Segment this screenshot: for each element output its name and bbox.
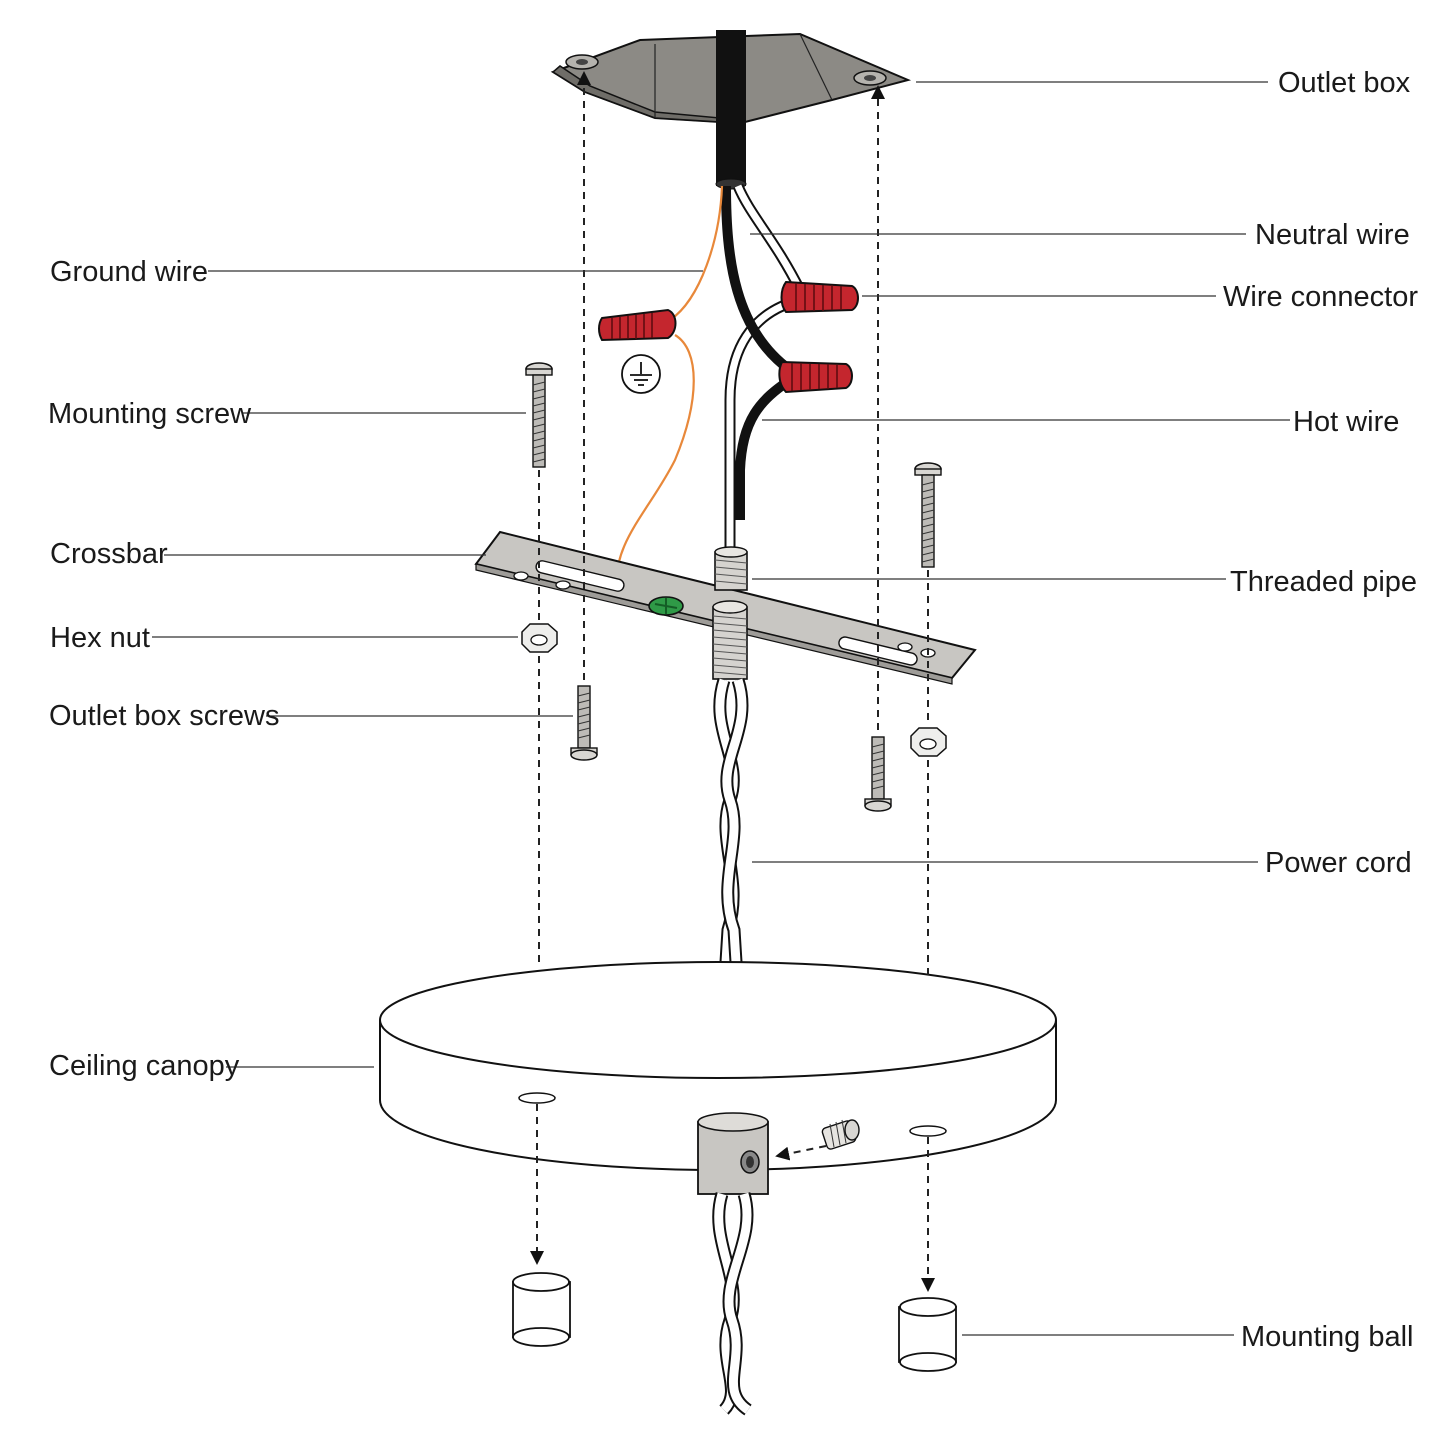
label-mounting-screw: Mounting screw: [48, 398, 252, 430]
label-ceiling-canopy: Ceiling canopy: [49, 1050, 240, 1082]
label-ground-wire: Ground wire: [50, 256, 208, 288]
wire-connector-hot: [778, 360, 853, 394]
outlet-box: [550, 30, 912, 190]
outlet-box-screw-left: [570, 685, 598, 761]
mounting-ball-left: [512, 1272, 571, 1347]
power-cord: [713, 678, 749, 963]
outlet-box-screw-right: [864, 736, 892, 812]
mounting-ball-right: [898, 1297, 957, 1372]
ground-wire: [615, 185, 724, 608]
label-power-cord: Power cord: [1265, 847, 1412, 879]
label-threaded-pipe: Threaded pipe: [1230, 566, 1417, 598]
wire-connector-ground: [598, 308, 677, 342]
hex-nut-left: [521, 623, 558, 653]
hex-nut-right: [910, 727, 947, 757]
wire-connector-neutral: [780, 280, 859, 314]
mounting-screw-right: [914, 462, 942, 568]
threaded-pipe: [712, 546, 748, 680]
ground-screw: [648, 596, 684, 616]
cord-grip: [697, 1112, 769, 1195]
hot-wire: [721, 185, 793, 520]
label-outlet-box-screws: Outlet box screws: [49, 700, 279, 732]
label-crossbar: Crossbar: [50, 538, 168, 570]
ground-symbol-icon: [621, 354, 661, 394]
ceiling-canopy: [379, 961, 1057, 1171]
set-screw: [821, 1119, 860, 1150]
power-cord-lower: [712, 1192, 754, 1416]
label-hot-wire: Hot wire: [1293, 406, 1399, 438]
label-neutral-wire: Neutral wire: [1255, 219, 1410, 251]
label-wire-connector: Wire connector: [1223, 281, 1418, 313]
label-mounting-ball: Mounting ball: [1241, 1321, 1414, 1353]
mounting-screw-left: [525, 362, 553, 468]
label-outlet-box: Outlet box: [1278, 67, 1411, 99]
label-hex-nut: Hex nut: [50, 622, 150, 654]
